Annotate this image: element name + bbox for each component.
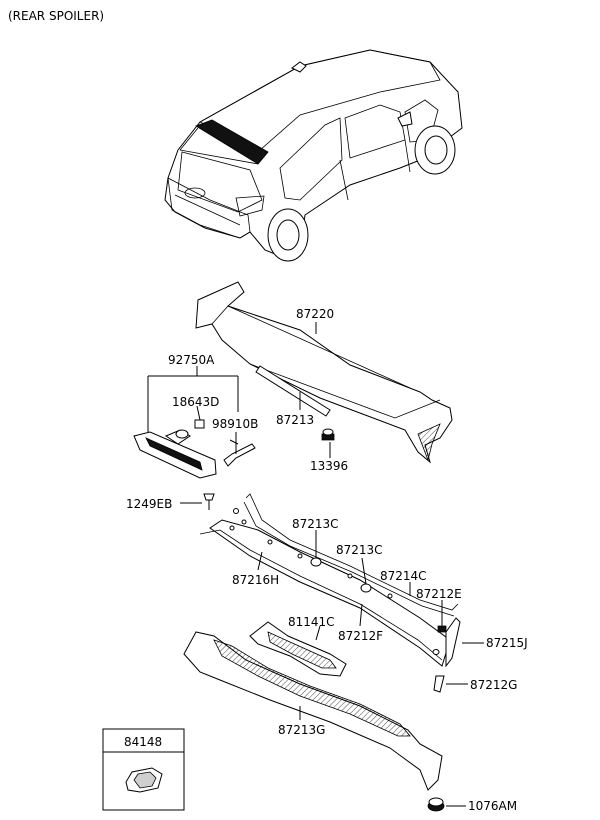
- label-84148: 84148: [124, 735, 162, 749]
- label-87213G: 87213G: [278, 723, 325, 737]
- car-illustration: [164, 49, 463, 262]
- label-13396: 13396: [310, 459, 348, 473]
- nut-1076AM: [427, 797, 445, 812]
- label-87213: 87213: [276, 413, 314, 427]
- label-81141C: 81141C: [288, 615, 335, 629]
- part-84148-box: [102, 728, 185, 811]
- screw-1249EB: [180, 493, 215, 510]
- part-labels: 87220 92750A 18643D 98910B 87213 13396 1…: [124, 307, 528, 813]
- label-87214C: 87214C: [380, 569, 427, 583]
- label-87213C-top: 87213C: [292, 517, 339, 531]
- label-87213C-bottom: 87213C: [336, 543, 383, 557]
- label-87212G: 87212G: [470, 678, 517, 692]
- label-1076AM: 1076AM: [468, 799, 517, 813]
- spoiler-87220: [195, 281, 453, 464]
- label-18643D: 18643D: [172, 395, 219, 409]
- garnish-87213G: [183, 621, 443, 791]
- label-98910B: 98910B: [212, 417, 258, 431]
- label-87212F: 87212F: [338, 629, 383, 643]
- stop-lamp-92750A: [133, 366, 256, 479]
- lower-panel-assembly: [199, 493, 461, 693]
- label-87220: 87220: [296, 307, 334, 321]
- label-92750A: 92750A: [168, 353, 215, 367]
- label-1249EB: 1249EB: [126, 497, 172, 511]
- diagram-title: (REAR SPOILER): [8, 9, 104, 23]
- label-87216H: 87216H: [232, 573, 279, 587]
- leader-lines: [196, 322, 484, 807]
- label-87212E: 87212E: [416, 587, 462, 601]
- label-87215J: 87215J: [486, 636, 528, 650]
